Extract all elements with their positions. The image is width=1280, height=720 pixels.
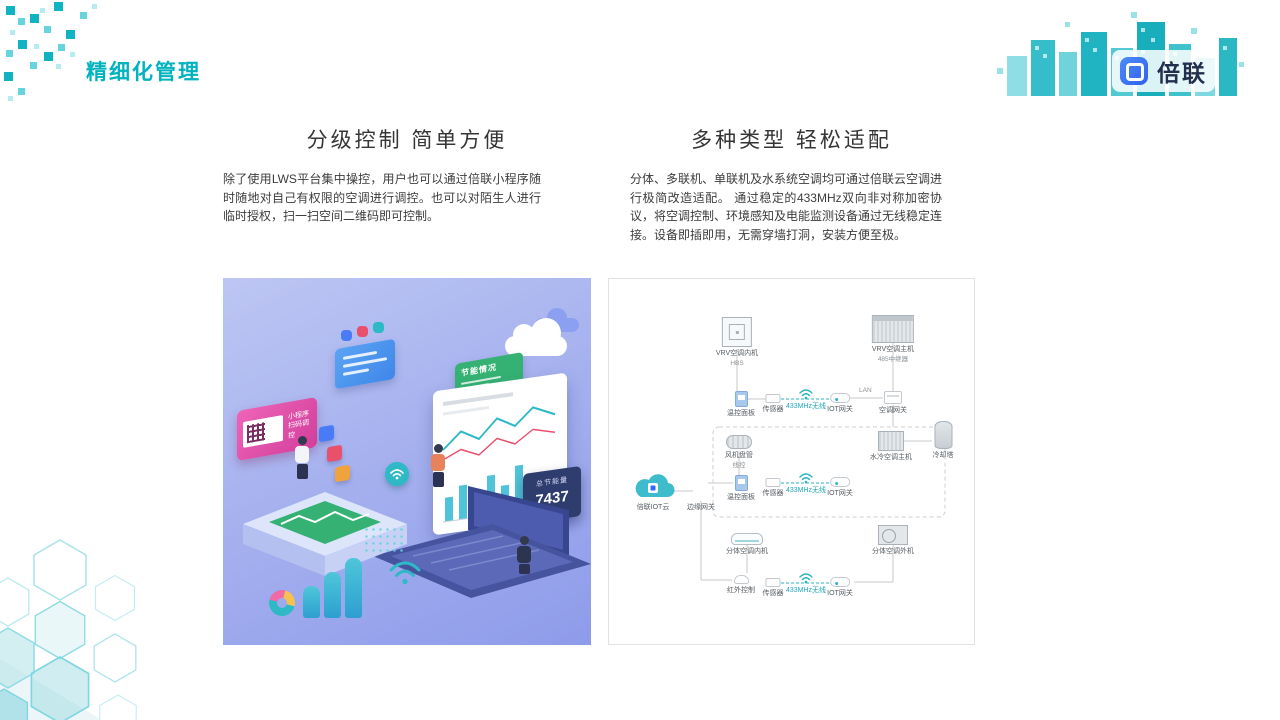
brand-logo: 倍联 (1112, 50, 1215, 92)
diagram-node-ac-gateway: 空调网关 (879, 391, 907, 416)
lan-label: LAN (859, 387, 872, 394)
wifi-icon (799, 389, 813, 400)
left-section-body: 除了使用LWS平台集中操控，用户也可以通过倍联小程序随时随地对自己有权限的空调进… (223, 172, 541, 224)
node-sublabel: 485中继器 (877, 355, 909, 363)
diagram-node-iot-gateway: IOT网关 (827, 477, 853, 499)
diagram-node-vrv-indoor: VRV空调内机 HBS (716, 317, 758, 368)
diagram-node-water-host: 水冷空调主机 (870, 431, 912, 463)
right-section-heading: 多种类型 轻松适配 (691, 129, 892, 152)
water-cooled-host-icon (878, 431, 904, 451)
sensor-icon (765, 578, 781, 587)
diagram-node-split-indoor: 分体空调内机 (726, 533, 768, 557)
diagram-node-thermostat: 温控面板 (727, 391, 755, 419)
app-icon (373, 322, 384, 333)
ac-gateway-icon (884, 391, 902, 404)
node-sublabel: HBS (730, 359, 744, 367)
brand-logo-text: 倍联 (1157, 60, 1207, 86)
diagram-node-iot-gateway: IOT网关 (827, 393, 853, 415)
thermostat-icon (734, 391, 748, 407)
tag-badge (327, 444, 342, 463)
node-label: VRV空调主机 (871, 346, 915, 353)
diagram-node-wireless: 433MHz无线 (786, 571, 826, 596)
page-title: 精细化管理 (86, 61, 201, 84)
edge-gateway-icon (694, 465, 708, 501)
diagram-node-cooling-tower: 冷却塔 (933, 421, 954, 461)
wifi-bubble-icon (385, 462, 409, 486)
split-indoor-unit-icon (731, 533, 763, 545)
wifi-icon (389, 561, 421, 585)
cloud-icon (505, 318, 567, 356)
app-icon (341, 330, 352, 341)
sensor-icon (765, 394, 781, 403)
diagram-node-thermostat: 温控面板 (727, 475, 755, 503)
diagram-node-fan-coil: 风机盘管 线控 (725, 435, 753, 470)
diagram-node-sensor: 传感器 (763, 578, 784, 599)
dashboard-card (335, 338, 395, 390)
diagram-node-iot-gateway: IOT网关 (827, 577, 853, 599)
network-diagram: VRV空调内机 HBS VRV空调主机 485中继器 LAN 温控面板 传感器 … (608, 278, 975, 645)
brand-logo-icon (1120, 57, 1148, 85)
right-section-body: 分体、多联机、单联机及水系统空调均可通过倍联云空调进行极简改造适配。 通过稳定的… (630, 172, 943, 242)
person-sitting (515, 536, 533, 574)
left-section-heading: 分级控制 简单方便 (306, 129, 508, 152)
vrv-indoor-unit-icon (722, 317, 752, 347)
diagram-node-edge-gateway: 边缘网关 (687, 465, 715, 513)
wifi-icon (799, 473, 813, 484)
bar-cylinder (303, 586, 320, 618)
bar-cylinder (345, 558, 362, 618)
sensor-icon (765, 478, 781, 487)
person (293, 436, 311, 479)
diagram-node-vrv-host: VRV空调主机 485中继器 (872, 315, 914, 364)
diagram-node-wireless: 433MHz无线 (786, 471, 826, 496)
cloud-icon (635, 474, 675, 498)
ir-controller-icon (733, 575, 749, 584)
cooling-tower-icon (934, 421, 952, 449)
diagram-node-iot-cloud: 倍联IOT云 (631, 473, 675, 513)
diagram-node-wireless: 433MHz无线 (786, 387, 826, 412)
bar-cylinder (324, 572, 341, 618)
diagram-node-ir-controller: 红外控制 (727, 575, 755, 596)
split-outdoor-unit-icon (878, 525, 908, 545)
fan-coil-icon (726, 435, 752, 449)
vrv-outdoor-host-icon (872, 315, 914, 343)
qr-code (243, 414, 283, 448)
laptop-illustration (373, 486, 591, 598)
iot-gateway-icon (829, 577, 850, 587)
pixel-mosaic-decoration (4, 2, 97, 101)
tag-badge (319, 424, 334, 443)
diagram-node-split-outdoor: 分体空调外机 (872, 525, 914, 557)
iot-gateway-icon (829, 477, 850, 487)
dot-grid-decoration (363, 526, 403, 552)
node-label: VRV空调内机 (715, 350, 759, 357)
app-icon (357, 326, 368, 337)
iot-gateway-icon (829, 393, 850, 403)
thermostat-icon (734, 475, 748, 491)
diagram-node-sensor: 传感器 (763, 478, 784, 499)
person (429, 444, 447, 487)
hexagon-decoration (0, 539, 137, 720)
diagram-node-sensor: 传感器 (763, 394, 784, 415)
left-illustration: 节能情况 小程序扫码调控 (223, 278, 591, 645)
energy-status-label: 节能情况 (461, 362, 497, 378)
wifi-icon (799, 573, 813, 584)
